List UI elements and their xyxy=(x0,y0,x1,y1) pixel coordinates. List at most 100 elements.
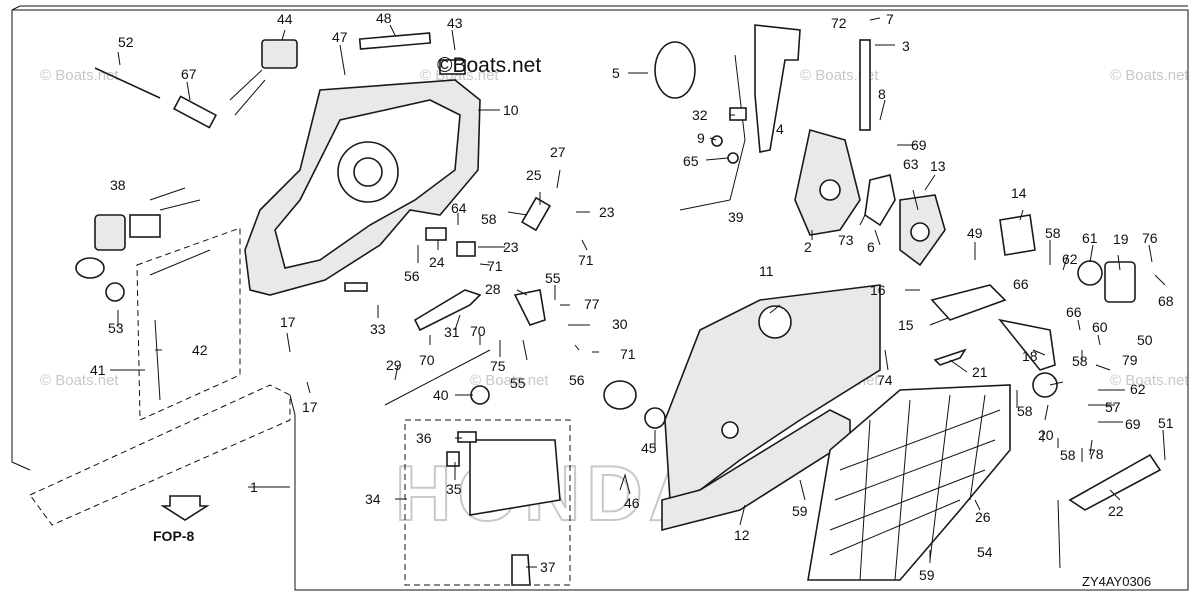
callout-45: 45 xyxy=(641,440,657,456)
callout-16: 16 xyxy=(870,282,886,298)
callout-33: 33 xyxy=(370,321,386,337)
callout-30: 30 xyxy=(612,316,628,332)
callout-62b: 62 xyxy=(1130,381,1146,397)
callout-53: 53 xyxy=(108,320,124,336)
watermark-4: © Boats.net xyxy=(1110,67,1189,84)
callout-15: 15 xyxy=(898,317,914,333)
callout-3: 3 xyxy=(902,38,910,54)
callout-17b: 17 xyxy=(302,399,318,415)
control-lever-assembly xyxy=(754,24,946,267)
callout-11: 11 xyxy=(759,263,774,279)
callout-58c: 58 xyxy=(1072,353,1088,369)
callout-71c: 71 xyxy=(620,346,636,362)
callout-73: 73 xyxy=(838,232,854,248)
callout-61: 61 xyxy=(1082,230,1098,246)
callout-37: 37 xyxy=(540,559,556,575)
callout-66b: 66 xyxy=(1066,304,1082,320)
callout-66a: 66 xyxy=(1013,276,1029,292)
callout-31: 31 xyxy=(444,324,460,340)
callout-70a: 70 xyxy=(419,352,435,368)
callout-77: 77 xyxy=(584,296,600,312)
callout-labels: 1 2 3 4 5 6 7 8 9 10 11 12 13 14 15 16 1… xyxy=(90,10,1174,583)
callout-5: 5 xyxy=(612,65,620,81)
callout-75: 75 xyxy=(490,358,506,374)
ignition-switch xyxy=(75,187,211,401)
callout-70b: 70 xyxy=(470,323,486,339)
callout-35: 35 xyxy=(446,481,462,497)
callout-6: 6 xyxy=(867,239,875,255)
callout-67: 67 xyxy=(181,66,197,82)
callout-19: 19 xyxy=(1113,231,1129,247)
fop-reference-label[interactable]: FOP-8 xyxy=(153,528,194,544)
callout-49: 49 xyxy=(967,225,983,241)
callout-79: 79 xyxy=(1122,352,1138,368)
watermark-5: © Boats.net xyxy=(40,372,119,389)
assembly-lines xyxy=(11,5,1189,591)
callout-64: 64 xyxy=(451,200,467,216)
callout-56b: 56 xyxy=(569,372,585,388)
side-cover xyxy=(661,284,881,532)
callout-71a: 71 xyxy=(487,258,503,274)
watermark-8: © Boats.net xyxy=(1110,372,1189,389)
callout-17a: 17 xyxy=(280,314,296,330)
callout-60: 60 xyxy=(1092,319,1108,335)
callout-59a: 59 xyxy=(792,503,808,519)
callout-44: 44 xyxy=(277,11,293,27)
callout-76: 76 xyxy=(1142,230,1158,246)
callout-55a: 55 xyxy=(545,270,561,286)
callout-23a: 23 xyxy=(599,204,615,220)
watermark-layer: © Boats.net © Boats.net © Boats.net © Bo… xyxy=(40,67,1189,538)
callout-71b: 71 xyxy=(578,252,594,268)
callout-38: 38 xyxy=(110,177,126,193)
grille-plate xyxy=(807,384,1011,581)
watermark-6: © Boats.net xyxy=(470,372,549,389)
callout-8: 8 xyxy=(878,86,886,102)
callout-42: 42 xyxy=(192,342,208,358)
callout-59b: 59 xyxy=(919,567,935,583)
callout-20: 20 xyxy=(1038,427,1054,443)
callout-32: 32 xyxy=(692,107,708,123)
callout-21: 21 xyxy=(972,364,988,380)
callout-36: 36 xyxy=(416,430,432,446)
down-arrow-icon xyxy=(160,495,210,521)
callout-58e: 58 xyxy=(1060,447,1076,463)
callout-52: 52 xyxy=(118,34,134,50)
callout-74: 74 xyxy=(877,372,893,388)
callout-10: 10 xyxy=(503,102,519,118)
callout-9: 9 xyxy=(697,130,705,146)
brand-watermark: ©Boats.net xyxy=(437,54,541,77)
callout-25: 25 xyxy=(526,167,542,183)
callout-18: 18 xyxy=(1022,348,1038,364)
callout-65: 65 xyxy=(683,153,699,169)
callout-12: 12 xyxy=(734,527,750,543)
callout-54: 54 xyxy=(977,544,993,560)
callout-14: 14 xyxy=(1011,185,1027,201)
callout-47: 47 xyxy=(332,29,348,45)
watermark-1: © Boats.net xyxy=(40,67,119,84)
callout-46: 46 xyxy=(624,495,640,511)
callout-58d: 58 xyxy=(1017,403,1033,419)
callout-22: 22 xyxy=(1108,503,1124,519)
callout-51: 51 xyxy=(1158,415,1174,431)
fop-reference[interactable]: FOP-8 xyxy=(153,495,210,544)
callout-26: 26 xyxy=(975,509,991,525)
callout-58b: 58 xyxy=(1045,225,1061,241)
callout-4: 4 xyxy=(776,121,784,137)
callout-41: 41 xyxy=(90,362,106,378)
small-parts xyxy=(94,39,1162,586)
callout-23b: 23 xyxy=(503,239,519,255)
callout-7: 7 xyxy=(886,11,894,27)
callout-69b: 69 xyxy=(1125,416,1141,432)
callout-58a: 58 xyxy=(481,211,497,227)
callout-13: 13 xyxy=(930,158,946,174)
callout-69a: 69 xyxy=(911,137,927,153)
callout-62a: 62 xyxy=(1062,251,1078,267)
callout-78: 78 xyxy=(1088,446,1104,462)
callout-2: 2 xyxy=(804,239,812,255)
callout-28: 28 xyxy=(485,281,501,297)
callout-24: 24 xyxy=(429,254,445,270)
callout-29: 29 xyxy=(386,357,402,373)
callout-39: 39 xyxy=(728,209,744,225)
callout-48: 48 xyxy=(376,10,392,26)
